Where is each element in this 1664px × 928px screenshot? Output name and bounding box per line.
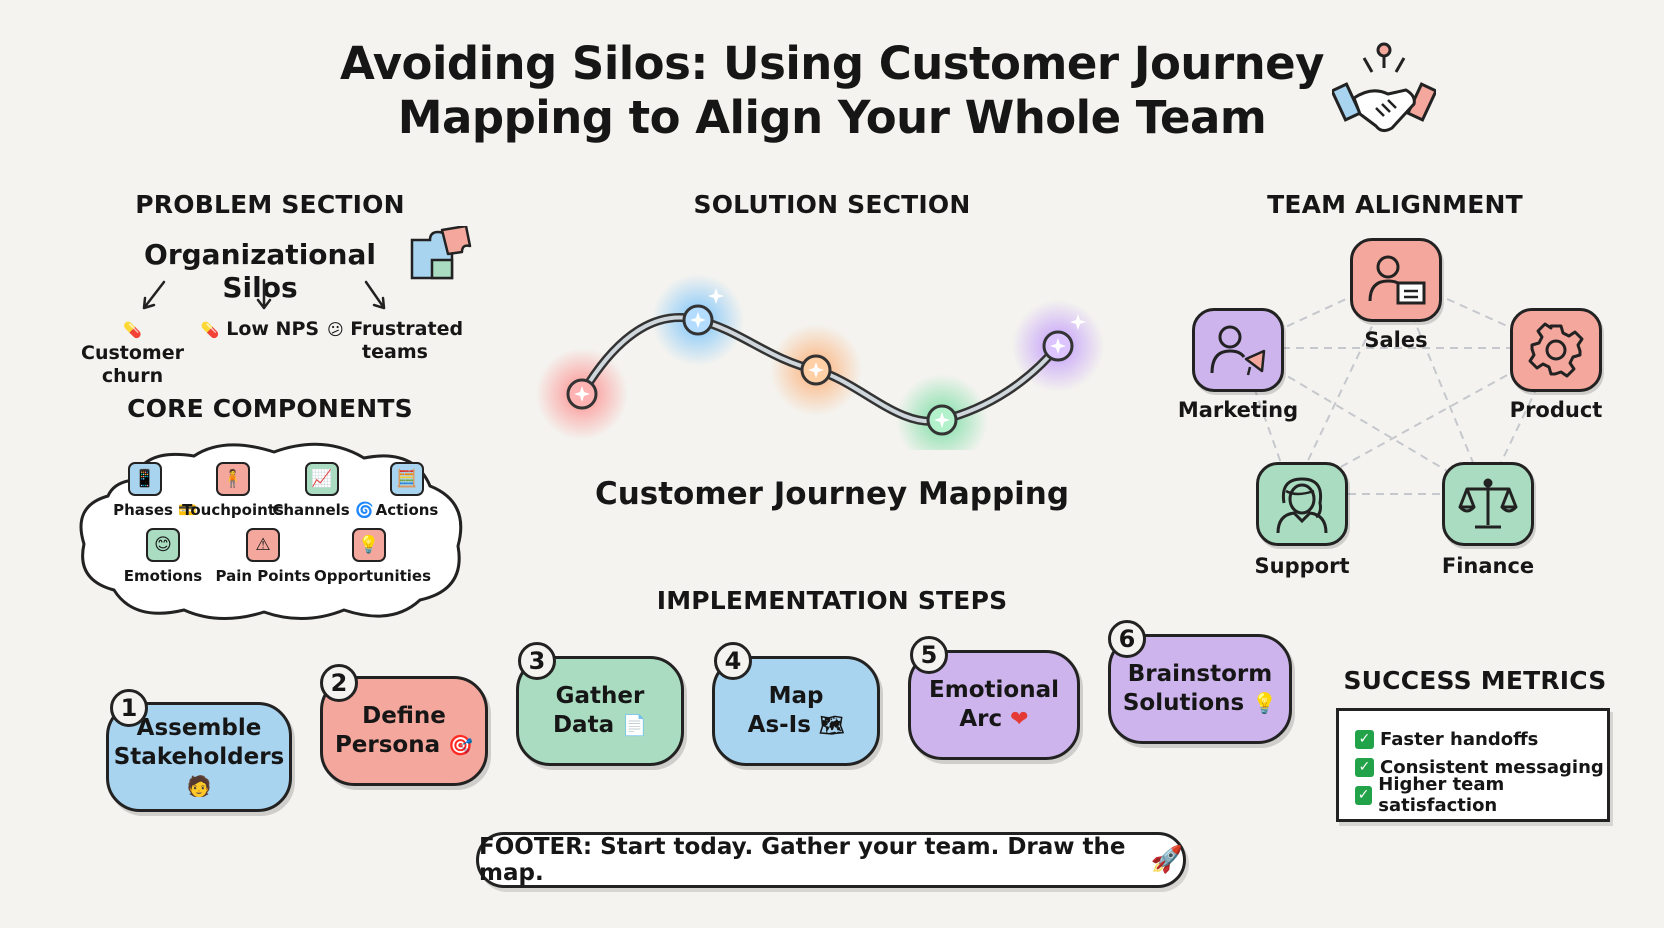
problem-heading: PROBLEM SECTION: [135, 190, 405, 219]
finance-node: [1442, 462, 1534, 546]
core-actions-label: Actions: [375, 501, 439, 519]
sales-label: Sales: [1364, 328, 1428, 352]
step-4-badge: 4: [714, 642, 752, 680]
steps-heading: IMPLEMENTATION STEPS: [656, 586, 1008, 615]
product-node: [1510, 308, 1602, 392]
finance-label: Finance: [1441, 554, 1535, 578]
frown-face-icon: 😕: [326, 320, 344, 339]
pill-icon: 💊: [200, 321, 220, 339]
checkmark-icon: ✓: [1355, 757, 1374, 777]
metrics-heading: SUCCESS METRICS: [1343, 666, 1607, 695]
journey-curve: [536, 274, 1104, 450]
metric-item: ✓Higher team satisfaction: [1355, 774, 1607, 816]
step-6-badge: 6: [1108, 620, 1146, 658]
core-heading: CORE COMPONENTS: [127, 394, 413, 423]
lightbulb-icon: 💡: [1252, 691, 1278, 715]
megaphone-person-icon: [1210, 325, 1266, 376]
footer-text: FOOTER: Start today. Gather your team. D…: [479, 834, 1126, 886]
support-node: [1256, 462, 1348, 546]
support-label: Support: [1254, 554, 1350, 578]
checkmark-icon: ✓: [1355, 729, 1374, 749]
step-1-card: Assemble Stakeholders 🧑: [106, 702, 292, 812]
step-2-card: Define Persona 🎯: [320, 676, 488, 786]
metrics-box: ✓Faster handoffs ✓Consistent messaging ✓…: [1336, 708, 1610, 822]
core-touchpoints-label: Touchpoints: [182, 501, 284, 519]
step-3-badge: 3: [518, 642, 556, 680]
step-1-badge: 1: [110, 689, 148, 727]
rocket-icon: 🚀: [1150, 845, 1183, 875]
effect-low-nps: 💊 Low NPS: [200, 318, 320, 340]
smile-icon: 😊: [146, 528, 180, 562]
pill-icon: 💊: [123, 321, 142, 339]
core-channels-label: Channels 🌀: [272, 501, 374, 519]
core-phases-label: Phases 💳: [113, 501, 197, 519]
warning-icon: ⚠: [246, 528, 280, 562]
marketing-node: [1192, 308, 1284, 392]
handshake-icon: [1332, 42, 1436, 133]
heart-icon: ❤: [1010, 707, 1029, 732]
solution-caption: Customer Journey Mapping: [594, 476, 1070, 512]
team-heading: TEAM ALIGNMENT: [1267, 190, 1523, 219]
person-icon: 🧍: [216, 462, 250, 496]
core-pain-points-label: Pain Points: [215, 567, 311, 585]
sales-node: [1350, 238, 1442, 322]
gear-icon: [1528, 322, 1584, 378]
step-2-badge: 2: [320, 664, 358, 702]
phone-icon: 📱: [128, 462, 162, 496]
effect-customer-churn: 💊 Customer churn: [81, 321, 184, 387]
document-icon: 📄: [622, 713, 648, 737]
solution-heading: SOLUTION SECTION: [693, 190, 971, 219]
problem-subtitle: Organizational Silos: [144, 238, 376, 304]
map-icon: 🗺: [818, 713, 845, 737]
scales-icon: [1458, 478, 1518, 529]
puzzle-icon: [410, 226, 472, 280]
page-title-line1: Avoiding Silos: Using Customer Journey: [339, 37, 1325, 90]
target-icon: 🎯: [448, 733, 474, 757]
effect-frustrated-teams: 😕 Frustrated teams: [326, 318, 464, 363]
lightbulb-icon: 💡: [352, 528, 386, 562]
core-emotions-label: Emotions: [123, 567, 203, 585]
product-label: Product: [1509, 398, 1603, 422]
step-3-card: Gather Data 📄: [516, 656, 684, 766]
marketing-label: Marketing: [1177, 398, 1299, 422]
person-icon: 🧑: [186, 773, 212, 798]
core-opportunities-label: Opportunities: [314, 567, 432, 585]
step-6-card: Brainstorm Solutions 💡: [1108, 634, 1292, 744]
step-5-badge: 5: [910, 636, 948, 674]
page-title-line2: Mapping to Align Your Whole Team: [397, 91, 1267, 144]
calculator-icon: 🧮: [390, 462, 424, 496]
problem-arrows: [142, 278, 386, 310]
metric-item: ✓Consistent messaging: [1355, 753, 1607, 781]
id-card-icon: [1368, 255, 1426, 305]
metric-item: ✓Faster handoffs: [1355, 725, 1607, 753]
footer-banner: FOOTER: Start today. Gather your team. D…: [476, 832, 1186, 888]
headset-person-icon: [1276, 477, 1328, 534]
checkmark-icon: ✓: [1355, 785, 1373, 805]
chart-icon: 📈: [305, 462, 339, 496]
